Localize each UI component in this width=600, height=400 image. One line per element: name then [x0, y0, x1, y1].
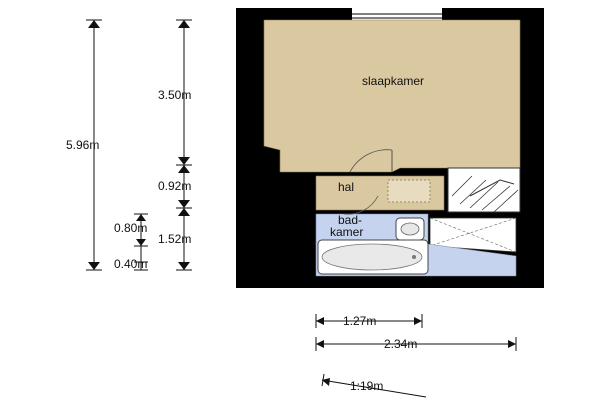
dim-chain-right: 3.50m 0.92m 1.52m [158, 19, 192, 271]
dim-bath-height-label: 1.52m [158, 232, 191, 246]
hall-label: hal [338, 180, 354, 194]
bathroom-door [343, 195, 379, 215]
stairs [429, 167, 521, 253]
dim-width-small: 1.27m [315, 314, 423, 328]
dim-width-small-label: 1.27m [343, 314, 376, 328]
hall-room: hal [315, 175, 445, 211]
dim-direction-label: 1:19m [350, 379, 383, 393]
dim-direction: 1:19m [321, 373, 427, 398]
bedroom-label: slaapkamer [362, 74, 424, 88]
dim-bath-upper-label: 0.80m [114, 221, 147, 235]
dim-total-height-label: 5.96m [66, 138, 99, 152]
dim-width-total-label: 2.34m [384, 337, 417, 351]
dim-bath-lower-label: 0.40m [114, 257, 147, 271]
bathroom-label-line2: kamer [330, 225, 363, 239]
dim-total-height: 5.96m [66, 19, 102, 271]
bedroom-room: slaapkamer [263, 19, 521, 173]
bathroom-room: bad- kamer [315, 213, 517, 277]
dim-width-total: 2.34m [315, 337, 517, 351]
bathroom-label-line1: bad- [338, 213, 362, 227]
bathtub-icon [317, 239, 429, 275]
sink-icon [395, 217, 425, 241]
dim-bedroom-height-label: 3.50m [158, 88, 191, 102]
dim-chain-left: 0.80m 0.40m [114, 213, 148, 271]
dim-hall-height-label: 0.92m [158, 179, 191, 193]
bedroom-door [349, 149, 393, 173]
